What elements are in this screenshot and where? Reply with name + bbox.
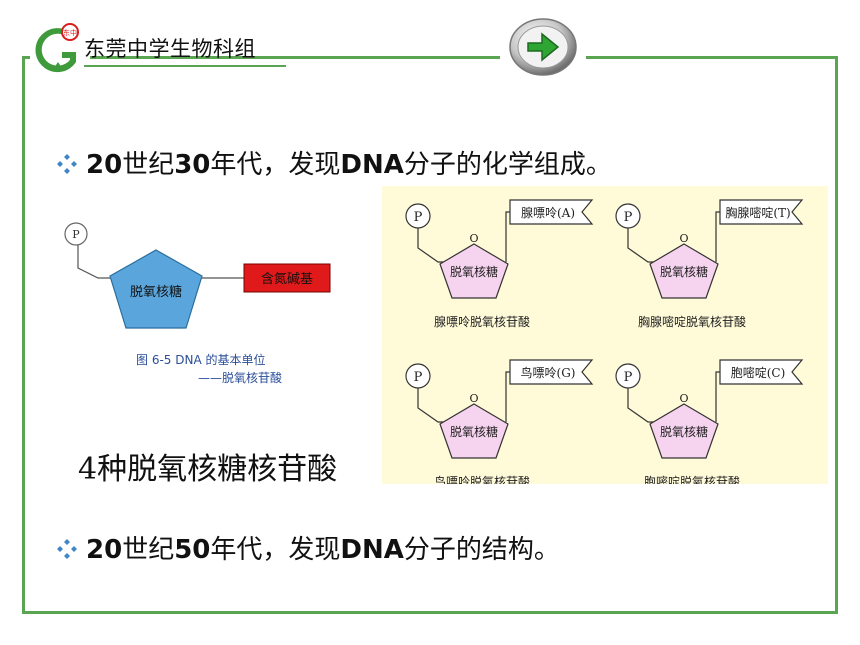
- sugar-label: 脱氧核糖: [130, 284, 182, 300]
- ring-oxygen-label: O: [469, 392, 478, 405]
- arrow-right-icon: [527, 32, 560, 62]
- ring-oxygen-label: O: [469, 232, 478, 245]
- base-label: 含氮碱基: [261, 271, 313, 287]
- nucleotide-name: 胸腺嘧啶脱氧核苷酸: [638, 314, 746, 329]
- phosphate-label: P: [624, 210, 633, 225]
- deoxyribose-pentagon: [109, 249, 203, 329]
- figure-caption: 图 6-5 DNA 的基本单位: [136, 352, 265, 367]
- deoxyribose-pentagon: [649, 243, 719, 299]
- phosphate-label: P: [414, 370, 423, 385]
- base-label: 胞嘧啶(C): [731, 366, 786, 380]
- deoxyribose-pentagon: [649, 403, 719, 459]
- diamond-bullet-icon: [57, 538, 77, 559]
- ring-oxygen-label: O: [679, 392, 688, 405]
- phosphate-label: P: [72, 228, 80, 241]
- nucleotide-cell: P O 脱氧核糖 胞嘧啶(C) 胞嘧啶脱氧核苷酸: [615, 359, 804, 484]
- nucleotide-diagram: P 脱氧核糖 含氮碱基 图 6-5 DNA 的基本单位 ——脱氧核苷酸: [64, 222, 331, 385]
- nucleotide-cell: P O 脱氧核糖 腺嘌呤(A) 腺嘌呤脱氧核苷酸: [405, 199, 594, 329]
- sugar-label: 脱氧核糖: [450, 264, 498, 279]
- bullet-line-2: 20世纪50年代，发现DNA分子的结构。: [54, 529, 560, 566]
- ring-oxygen-label: O: [679, 232, 688, 245]
- sugar-label: 脱氧核糖: [660, 424, 708, 439]
- sugar-label: 脱氧核糖: [450, 424, 498, 439]
- deoxyribose-pentagon: [439, 403, 509, 459]
- base-flag: [719, 359, 804, 385]
- base-label: 鸟嘌呤(G): [521, 365, 576, 380]
- deoxyribose-pentagon: [439, 243, 509, 299]
- base-label: 腺嘌呤(A): [521, 205, 575, 220]
- nucleotide-name: 腺嘌呤脱氧核苷酸: [434, 314, 530, 329]
- slide-frame: [22, 56, 838, 614]
- header-underline: [84, 65, 286, 67]
- nucleotide-cell: P O 脱氧核糖 鸟嘌呤(G) 鸟嘌呤脱氧核苷酸: [405, 359, 594, 484]
- base-box: [243, 263, 331, 293]
- four-nucleotides-caption: 4种脱氧核糖核苷酸: [78, 452, 338, 487]
- base-flag: [509, 199, 594, 225]
- phosphate-label: P: [414, 210, 423, 225]
- diamond-bullet-icon: [57, 153, 77, 174]
- nucleotide-cell: P O 脱氧核糖 胸腺嘧啶(T) 胸腺嘧啶脱氧核苷酸: [615, 199, 804, 329]
- school-name: 东莞中学生物科组: [84, 37, 256, 61]
- base-flag: [509, 359, 594, 385]
- bullet-line-1: 20世纪30年代，发现DNA分子的化学组成。: [54, 144, 612, 181]
- sugar-label: 脱氧核糖: [660, 264, 708, 279]
- base-label: 胸腺嘧啶(T): [725, 205, 790, 220]
- phosphate-label: P: [624, 370, 633, 385]
- four-nucleotides-diagram: P O 脱氧核糖 腺嘌呤(A) 腺嘌呤脱氧核苷酸 P O 脱氧核糖 胸腺嘧啶(T) 胸腺嘧啶脱氧核…: [382, 186, 828, 484]
- next-slide-button[interactable]: [506, 16, 580, 78]
- logo-badge: 东中: [63, 28, 77, 37]
- nucleotide-name: 胞嘧啶脱氧核苷酸: [644, 474, 740, 484]
- figure-caption-sub: ——脱氧核苷酸: [198, 370, 282, 385]
- school-logo-icon: 东中: [35, 23, 79, 73]
- nucleotide-name: 鸟嘌呤脱氧核苷酸: [434, 474, 530, 484]
- base-flag: [719, 199, 804, 225]
